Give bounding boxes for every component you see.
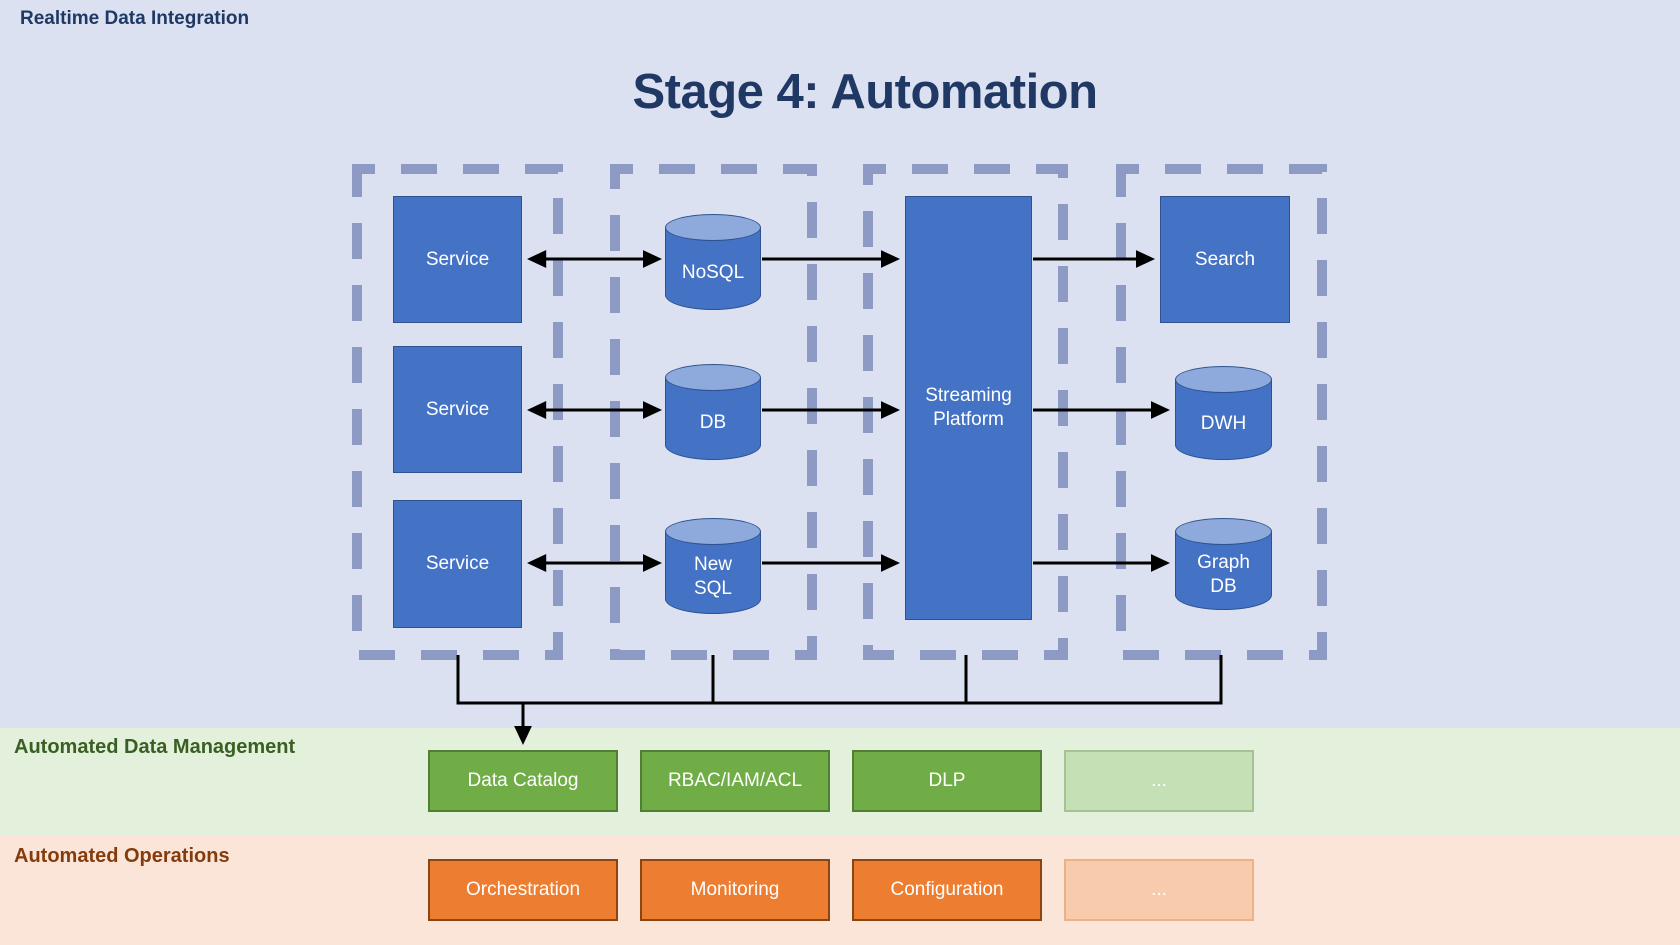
ops-box-configuration-label: Configuration	[890, 879, 1004, 901]
collector-connector	[456, 655, 1223, 745]
mgmt-box-dlp: DLP	[852, 750, 1042, 812]
nosql-cylinder: NoSQL	[665, 214, 761, 310]
ops-box-configuration: Configuration	[852, 859, 1042, 921]
search-node: Search	[1160, 196, 1290, 323]
service-node-2-label: Service	[425, 398, 490, 420]
mgmt-box-data-catalog: Data Catalog	[428, 750, 618, 812]
corner-label: Realtime Data Integration	[20, 8, 250, 29]
graphdb-cylinder-body	[1175, 531, 1272, 610]
newsql-cylinder: New SQL	[665, 518, 761, 614]
automated-data-management-band	[0, 728, 1680, 836]
ops-box-more-label: ...	[1151, 879, 1167, 901]
service-node-3: Service	[393, 500, 522, 628]
mgmt-box-rbac: RBAC/IAM/ACL	[640, 750, 830, 812]
ops-box-orchestration-label: Orchestration	[465, 879, 581, 901]
graphdb-cylinder: Graph DB	[1175, 518, 1272, 610]
dashed-frame-streaming	[863, 164, 1068, 660]
streaming-platform-label: Streaming Platform	[925, 385, 1012, 430]
graphdb-cylinder-top	[1175, 518, 1272, 545]
graphdb-label: Graph DB	[1197, 552, 1250, 597]
db-label: DB	[699, 412, 727, 434]
ops-band-label: Automated Operations	[14, 845, 230, 867]
mgmt-box-dlp-label: DLP	[928, 770, 966, 792]
service-node-1-label: Service	[425, 248, 490, 270]
mgmt-box-data-catalog-label: Data Catalog	[467, 770, 579, 792]
ops-box-orchestration: Orchestration	[428, 859, 618, 921]
nosql-label: NoSQL	[681, 262, 745, 284]
automated-operations-band	[0, 836, 1680, 945]
db-cylinder-top	[665, 364, 761, 391]
page-title: Stage 4: Automation	[632, 65, 1098, 119]
service-node-1: Service	[393, 196, 522, 323]
service-node-2: Service	[393, 346, 522, 473]
db-cylinder: DB	[665, 364, 761, 460]
streaming-platform-node: Streaming Platform	[905, 196, 1032, 620]
newsql-label: New SQL	[693, 554, 733, 599]
mgmt-band-label: Automated Data Management	[14, 736, 296, 758]
mgmt-box-rbac-label: RBAC/IAM/ACL	[667, 770, 803, 792]
dwh-label: DWH	[1200, 413, 1247, 435]
ops-box-monitoring-label: Monitoring	[690, 879, 780, 901]
ops-box-more: ...	[1064, 859, 1254, 921]
nosql-cylinder-top	[665, 214, 761, 241]
data-flow-arrows	[527, 250, 1170, 572]
mgmt-box-more-label: ...	[1151, 770, 1167, 792]
search-node-label: Search	[1194, 248, 1256, 270]
service-node-3-label: Service	[425, 553, 490, 575]
mgmt-box-more: ...	[1064, 750, 1254, 812]
ops-box-monitoring: Monitoring	[640, 859, 830, 921]
newsql-cylinder-top	[665, 518, 761, 545]
dwh-cylinder-top	[1175, 366, 1272, 393]
dwh-cylinder: DWH	[1175, 366, 1272, 460]
dashed-frame-outputs	[1116, 164, 1327, 660]
db-cylinder-body	[665, 377, 761, 460]
